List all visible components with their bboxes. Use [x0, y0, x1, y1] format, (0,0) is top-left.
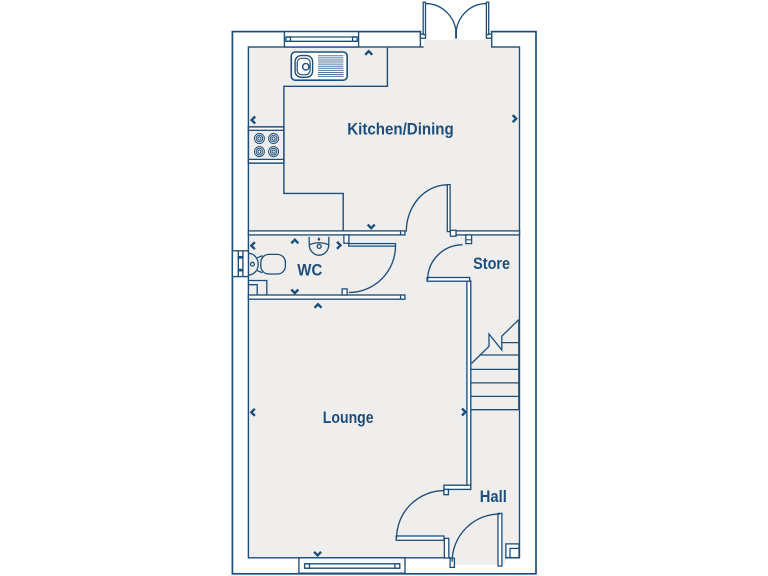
svg-text:Kitchen/Dining: Kitchen/Dining: [347, 120, 454, 138]
svg-text:Hall: Hall: [480, 488, 507, 506]
svg-text:WC: WC: [297, 261, 322, 279]
svg-text:Store: Store: [473, 255, 510, 273]
svg-text:Lounge: Lounge: [323, 409, 374, 427]
